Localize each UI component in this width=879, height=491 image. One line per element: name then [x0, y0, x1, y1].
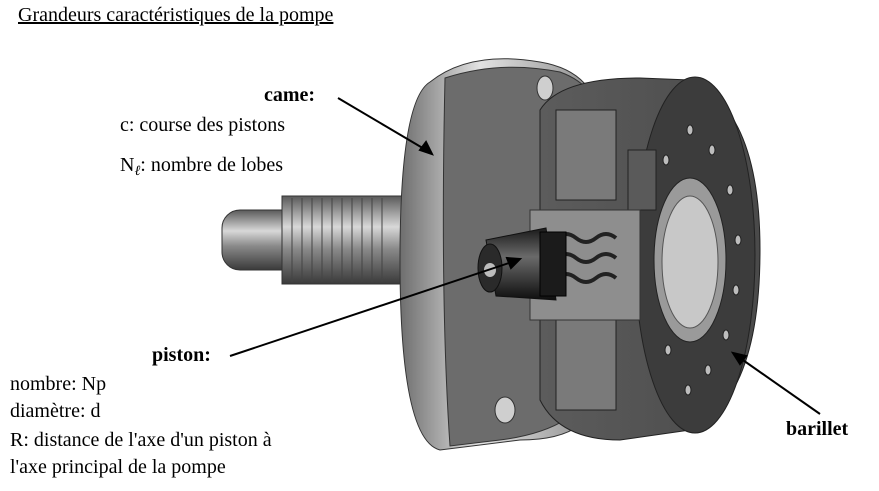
- barillet-label: barillet: [786, 418, 849, 440]
- piston-nombre: nombre: Np: [10, 373, 107, 395]
- piston-distance-line2: l'axe principal de la pompe: [10, 456, 226, 478]
- came-lobes: Nℓ: nombre de lobes: [120, 154, 283, 183]
- page-title: Grandeurs caractéristiques de la pompe: [18, 4, 334, 26]
- lobes-text: : nombre de lobes: [140, 154, 284, 176]
- lobes-subscript: ℓ: [134, 164, 141, 179]
- leader-lines: [229, 97, 821, 415]
- came-course: c: course des pistons: [120, 114, 285, 136]
- piston-assembly: [477, 209, 641, 321]
- shaft: [221, 195, 403, 285]
- came-label: came:: [264, 84, 316, 106]
- lobes-prefix: N: [120, 154, 135, 176]
- piston-label: piston:: [152, 344, 211, 366]
- barillet-body: [539, 76, 761, 441]
- piston-diametre: diamètre: d: [10, 400, 101, 422]
- piston-distance-line1: R: distance de l'axe d'un piston à: [10, 429, 272, 451]
